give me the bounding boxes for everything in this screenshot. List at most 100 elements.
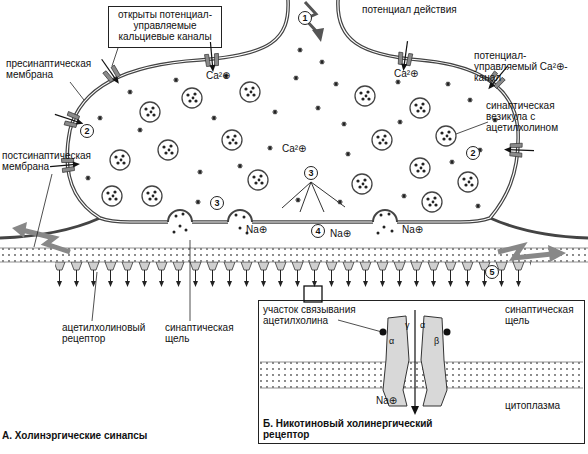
acetylcholine-molecules-part (298, 48, 303, 52)
leader-lines-part (92, 272, 97, 321)
membrane-line (490, 218, 588, 238)
exocytosis-pockets-part (175, 215, 178, 218)
exocytosis-pockets-part (173, 231, 176, 234)
part-label: γ (405, 320, 415, 330)
callout-number: 4 (311, 224, 325, 238)
callout-number: 5 (485, 265, 499, 279)
box-text: открыты потенциал-управляемые кальциевые… (112, 9, 218, 43)
exocytosis-pockets-part (228, 210, 252, 222)
synaptic-vesicles-part (355, 86, 375, 106)
part-label: Na⊕ (330, 228, 360, 239)
acetylcholine-molecules-part (212, 116, 217, 120)
postsynaptic-membrane (0, 248, 588, 290)
vesicle-movement-arrows-part (311, 182, 345, 207)
acetylcholine-molecules-part (138, 128, 143, 132)
part-label: ацетилхолиновый рецептор (62, 322, 157, 344)
part-label: Na⊕ (246, 224, 276, 235)
exocytosis-pockets-part (243, 216, 246, 219)
leader-lines-part (190, 240, 191, 321)
callout-number: 3 (210, 196, 224, 210)
acetylcholine-molecules-part (196, 200, 201, 204)
leader-lines-part (70, 82, 84, 100)
acetylcholine-molecules-part (98, 116, 103, 120)
callout-number: 2 (80, 124, 94, 138)
action-potential-arrow-part (312, 28, 324, 42)
acetylcholine-molecules-part (86, 176, 91, 180)
acetylcholine-molecules-part (396, 80, 401, 84)
vesicle-movement-arrows-part (300, 182, 311, 212)
synaptic-vesicles-part (158, 140, 178, 160)
acetylcholine-molecules-part (398, 120, 403, 124)
postsynaptic-membrane-part (0, 262, 588, 263)
synaptic-vesicles-part (240, 82, 260, 102)
exocytosis-pockets-part (182, 213, 185, 216)
acetylcholine-molecules-part (273, 110, 278, 114)
membrane-inner (67, 0, 518, 222)
acetylcholine-molecules-part (346, 152, 351, 156)
postsynaptic-membrane-part (0, 248, 588, 249)
part-label: Na⊕ (376, 395, 406, 406)
exocytosis-pockets-part (168, 220, 192, 225)
exocytosis-pockets-part (185, 229, 188, 232)
exocytosis-pockets-part (388, 213, 391, 216)
synaptic-vesicles-part (410, 158, 430, 178)
synaptic-vesicles-part (110, 150, 130, 170)
leader-lines-part (112, 48, 118, 66)
presynaptic-membrane (67, 0, 518, 222)
exocytosis-pockets-part (228, 220, 252, 225)
part-label: цитоплазма (505, 400, 580, 411)
part-label: α (389, 336, 399, 346)
acetylcholine-molecules-part (342, 122, 347, 126)
acetylcholine-molecules-part (402, 194, 407, 198)
synaptic-vesicles-part (222, 130, 242, 150)
part-label: синаптическая щель (505, 304, 580, 326)
acetylcholine-molecules-part (174, 78, 179, 82)
exocytosis-pockets-part (373, 220, 397, 225)
part-label: Ca²⊕ (282, 143, 322, 154)
membrane-line (0, 218, 100, 238)
synaptic-vesicles-part (410, 98, 430, 118)
synaptic-vesicles-part (182, 88, 202, 108)
figure-caption: А. Холинэргические синапсы (2, 430, 252, 441)
propagation-arrows-part (498, 246, 552, 258)
acetylcholine-molecules-part (316, 106, 321, 110)
leader-lines-part (456, 122, 488, 134)
synaptic-vesicles-part (372, 130, 392, 150)
propagation-arrows-part (12, 222, 27, 238)
exocytosis-pockets-part (380, 214, 383, 217)
inset-title: Б. Никотиновый холинергический рецептор (263, 418, 443, 440)
acetylcholine-molecules-part (450, 160, 455, 164)
part-label: Na⊕ (402, 224, 432, 235)
leader-lines-part (34, 174, 52, 247)
acetylcholine-molecules-part (198, 170, 203, 174)
acetylcholine-molecules-part (338, 200, 343, 204)
exocytosis-pockets (168, 210, 397, 235)
acetylcholine-molecules-part (296, 198, 301, 202)
synaptic-vesicles-part (422, 192, 442, 212)
acetylcholine-molecules (86, 48, 498, 208)
exocytosis-pockets-part (239, 227, 242, 230)
part-label: потенциал-управляемый Ca²⊕-канал (474, 50, 586, 84)
vesicle-movement-arrows (282, 182, 345, 212)
calcium-channels-part (96, 55, 125, 88)
calcium-channels-part (504, 143, 534, 158)
part-label: β (434, 336, 444, 346)
synaptic-vesicles-part (248, 170, 268, 190)
synaptic-vesicles-part (142, 186, 162, 206)
acetylcholine-molecules-part (446, 82, 451, 86)
exocytosis-pockets-part (373, 210, 397, 222)
synaptic-vesicles-part (102, 186, 122, 206)
synaptic-vesicles (102, 82, 478, 212)
part-label: α (420, 320, 430, 330)
leader-lines (34, 48, 494, 332)
callout-box: открыты потенциал-управляемые кальциевые… (108, 6, 222, 48)
exocytosis-pockets-part (383, 226, 386, 229)
acetylcholine-molecules-part (468, 98, 473, 102)
callout-number: 1 (298, 11, 312, 25)
acetylcholine-molecules-part (334, 82, 339, 86)
part-label: пресинаптическая мембрана (6, 58, 116, 80)
acetylcholine-molecules-part (294, 76, 299, 80)
part-label: синаптическая щель (165, 322, 245, 344)
propagation-arrows (12, 222, 566, 262)
